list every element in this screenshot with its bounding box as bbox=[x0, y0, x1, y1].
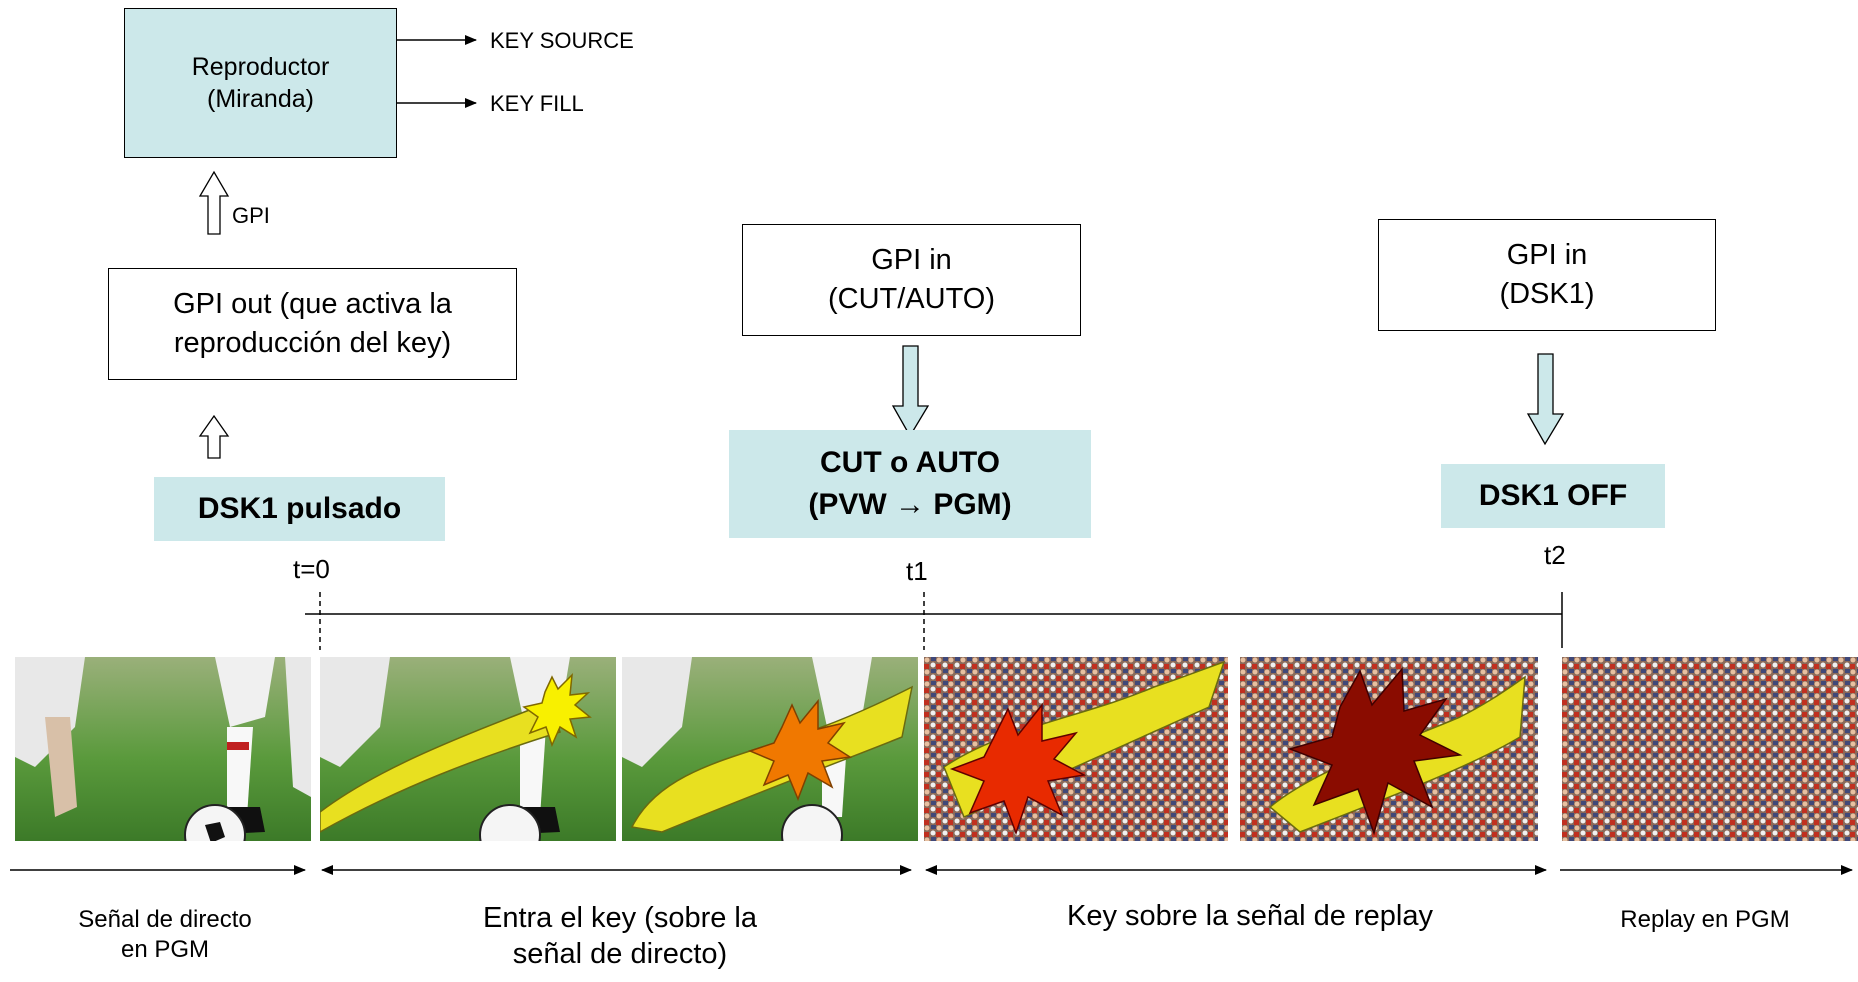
frame-1-live bbox=[15, 657, 311, 841]
dsk-up-arrow-icon bbox=[198, 414, 230, 459]
phase-1-line2: en PGM bbox=[120, 936, 210, 963]
key-fill-label: KEY FILL bbox=[490, 91, 584, 116]
frame-3-key-grows bbox=[622, 657, 918, 841]
cut-auto-line2: (PVW → PGM) bbox=[808, 488, 1012, 521]
gpi-in-cut-line2: (CUT/AUTO) bbox=[827, 283, 995, 315]
phase-2-line1: Entra el key (sobre la bbox=[482, 902, 757, 934]
gpi-up-arrow-icon bbox=[198, 170, 230, 235]
phase-4-label: Replay en PGM bbox=[1620, 906, 1790, 933]
time-t0: t=0 bbox=[293, 554, 330, 584]
gpi-in-cut-box: GPI in (CUT/AUTO) bbox=[742, 224, 1081, 336]
timeline bbox=[305, 592, 1563, 650]
phase-2-line2: señal de directo) bbox=[512, 938, 728, 971]
player-name: Reproductor bbox=[191, 52, 330, 81]
gpi-in-dsk-line1: GPI in bbox=[1506, 238, 1588, 271]
gpi-out-box: GPI out (que activa la reproducción del … bbox=[108, 268, 517, 380]
frame-4-replay-key bbox=[924, 657, 1228, 841]
frame-5-replay-key bbox=[1240, 657, 1538, 841]
phase-1-label: Señal de directo en PGM bbox=[20, 905, 310, 965]
cut-down-arrow-icon bbox=[891, 345, 930, 438]
gpi-label: GPI bbox=[232, 203, 270, 228]
key-source-label: KEY SOURCE bbox=[490, 28, 634, 53]
gpi-in-cut-line1: GPI in bbox=[871, 243, 952, 276]
dsk1-pressed-label: DSK1 pulsado bbox=[154, 477, 445, 541]
phase-2-label: Entra el key (sobre la señal de directo) bbox=[400, 900, 840, 973]
frame-6-replay-pgm bbox=[1562, 657, 1858, 841]
gpi-out-line1: GPI out (que activa la bbox=[173, 287, 452, 320]
player-model: (Miranda) bbox=[207, 85, 314, 113]
player-box: Reproductor (Miranda) bbox=[124, 8, 397, 158]
phase-1-line1: Señal de directo bbox=[78, 906, 252, 933]
frame-2-key-enters bbox=[320, 657, 616, 841]
gpi-out-line2: reproducción del key) bbox=[173, 327, 452, 359]
gpi-in-dsk-box: GPI in (DSK1) bbox=[1378, 219, 1716, 331]
time-t2: t2 bbox=[1544, 540, 1566, 570]
cut-auto-line1: CUT o AUTO bbox=[820, 446, 1000, 479]
cut-auto-label: CUT o AUTO (PVW → PGM) bbox=[729, 430, 1091, 538]
time-t1: t1 bbox=[906, 556, 928, 586]
dsk-off-down-arrow-icon bbox=[1526, 353, 1565, 446]
dsk1-off-label: DSK1 OFF bbox=[1441, 464, 1665, 528]
phase-3-label: Key sobre la señal de replay bbox=[1067, 900, 1433, 932]
gpi-in-dsk-line2: (DSK1) bbox=[1499, 278, 1595, 310]
